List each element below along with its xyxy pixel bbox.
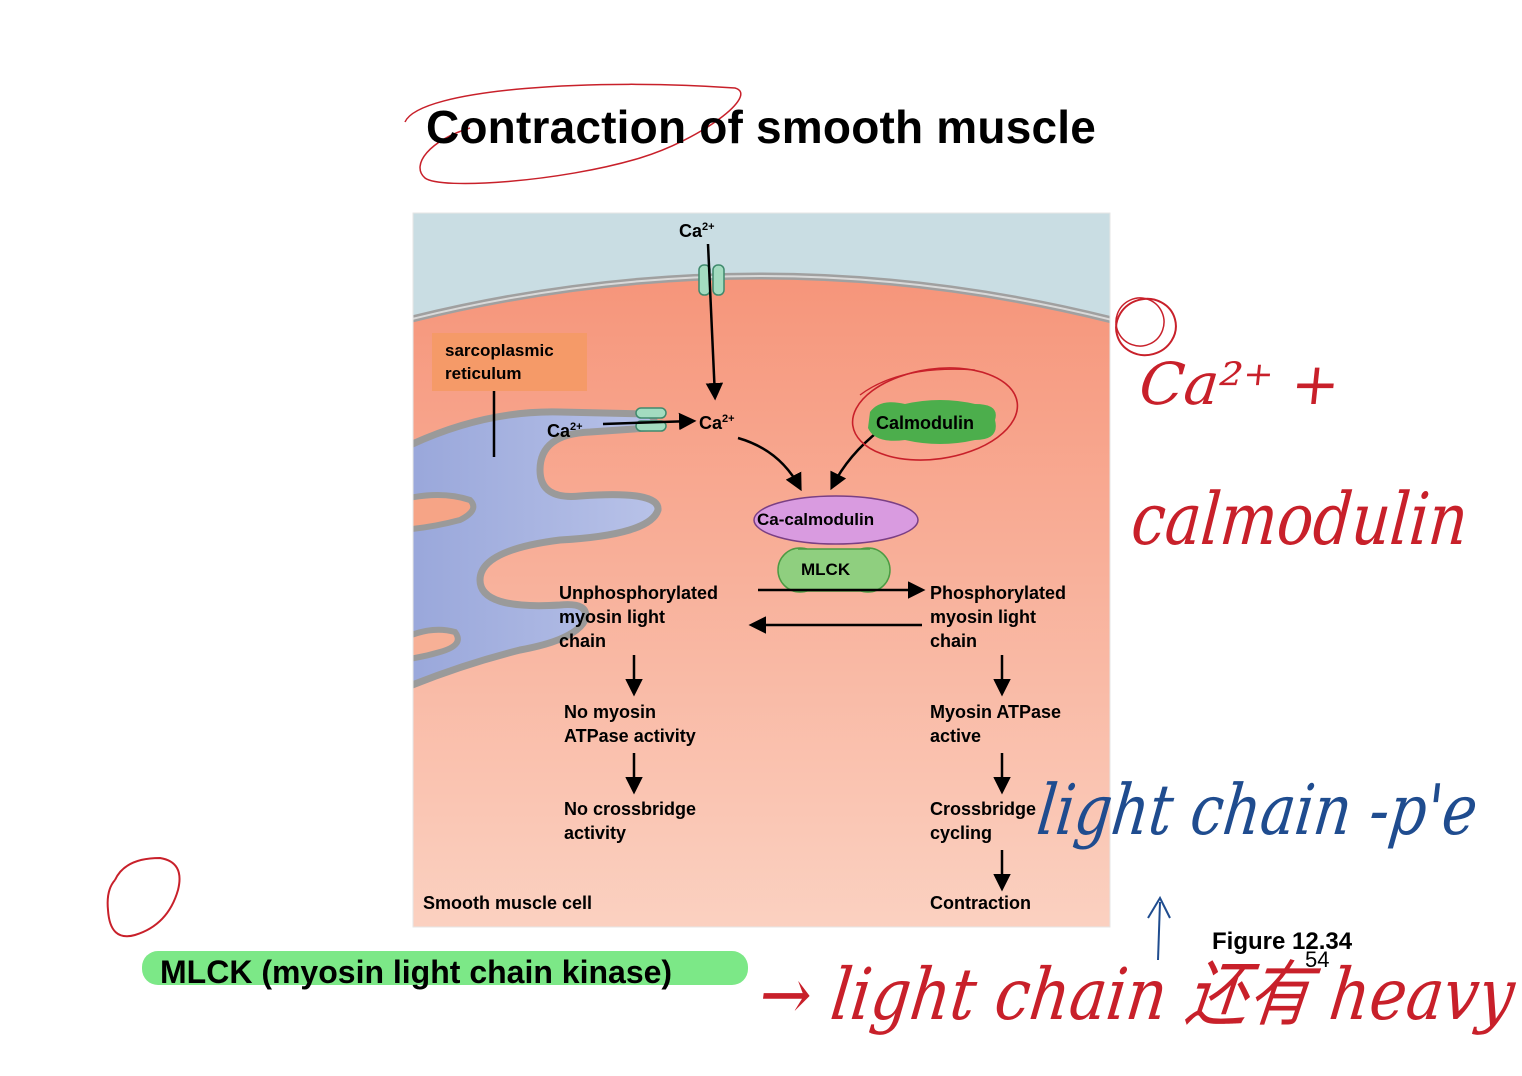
page-number: 54 — [1305, 947, 1330, 972]
cell-panel — [413, 213, 1110, 927]
unphosphorylated-label: Unphosphorylated myosin light chain — [559, 583, 719, 651]
ca-calmodulin-label: Ca-calmodulin — [757, 510, 875, 529]
calmodulin-label: Calmodulin — [876, 413, 974, 433]
no-crossbridge-label: No crossbridge activity — [564, 799, 697, 843]
handwritten-note-calmodulin: calmodulin — [1128, 478, 1472, 562]
footer-highlight — [142, 951, 748, 985]
ca-release-arrow — [602, 412, 697, 431]
no-atpase-label: No myosin ATPase activity — [564, 702, 696, 746]
ca-sr-label: Ca2+ — [547, 421, 583, 441]
handwritten-note-heavy-chain: → light chain 还有 heavy chain — [754, 952, 1522, 1037]
handwritten-note-light-chain: light chain -p'e — [1033, 769, 1482, 851]
mlck-label: MLCK — [801, 560, 851, 579]
calmodulin-shape — [868, 400, 996, 444]
ca-to-complex-arrow — [737, 436, 802, 492]
cell-label: Smooth muscle cell — [423, 893, 593, 913]
ca-influx-arrow — [705, 243, 724, 401]
ca-calmodulin-shape — [753, 495, 919, 545]
atpase-active-label: Myosin ATPase active — [930, 702, 1062, 746]
crossbridge-cycling-label: Crossbridge cycling — [930, 799, 1037, 843]
ca-cytosol-label: Ca2+ — [699, 413, 735, 433]
title-circle-annotation — [404, 83, 742, 185]
slide-title: Contraction of smooth muscle — [425, 101, 1097, 153]
sr-label-box — [432, 333, 587, 391]
membrane-calcium-channel — [698, 264, 725, 296]
handwritten-note-ca-plus: Ca²⁺ + — [1136, 350, 1344, 418]
ca-extracellular-label: Ca2+ — [679, 221, 715, 241]
footer-caption: MLCK (myosin light chain kinase) — [160, 954, 673, 990]
phosphorylated-label: Phosphorylated myosin light chain — [930, 583, 1067, 651]
sr-label: sarcoplasmic reticulum — [445, 341, 554, 383]
contraction-label: Contraction — [930, 893, 1031, 913]
figure-label: Figure 12.34 — [1212, 928, 1353, 955]
